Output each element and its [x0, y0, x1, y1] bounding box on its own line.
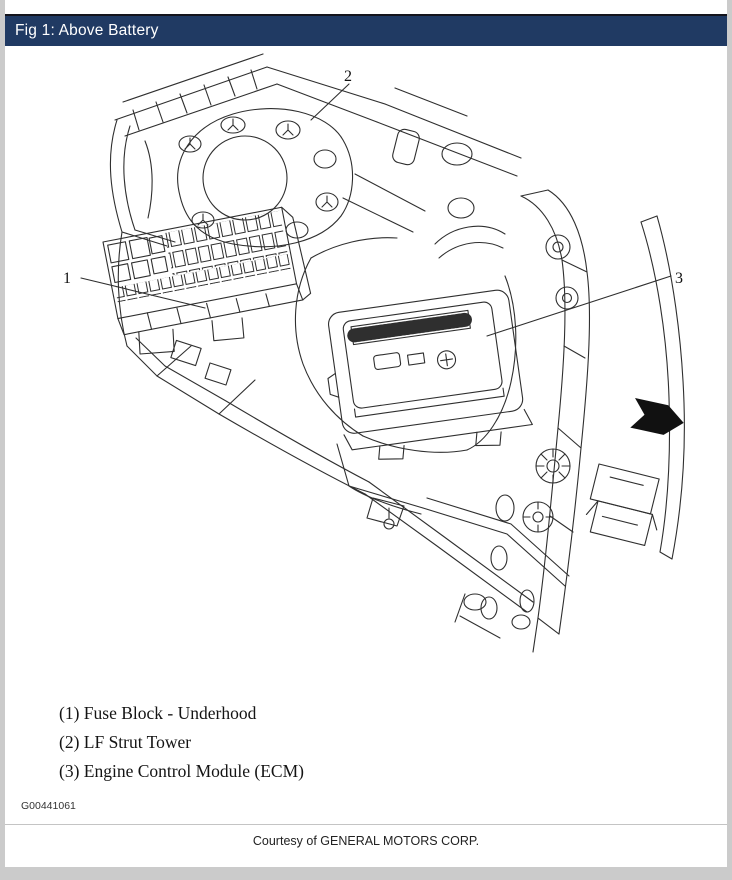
- ecm-module: [327, 289, 533, 460]
- top-margin: [5, 0, 727, 14]
- cowl-panel: [109, 53, 386, 247]
- callout-number-2: 2: [344, 68, 352, 85]
- legend: (1) Fuse Block - Underhood (2) LF Strut …: [5, 691, 727, 786]
- callout-leaders: [80, 83, 672, 337]
- leader-line-2: [310, 83, 350, 121]
- ecm-housing: [294, 225, 517, 453]
- engine-compartment-diagram: 1 2 3: [63, 53, 685, 653]
- mounting-bracket: [585, 463, 660, 547]
- side-rail-right: [480, 189, 591, 653]
- courtesy-note: Courtesy of GENERAL MOTORS CORP.: [252, 834, 480, 848]
- figure-header: Fig 1: Above Battery: [5, 14, 727, 46]
- legend-item-3: (3) Engine Control Module (ECM): [59, 761, 304, 781]
- callout-number-1: 1: [63, 270, 71, 287]
- bottom-margin: [5, 867, 727, 880]
- leader-line-1: [80, 277, 206, 309]
- leader-line-3: [486, 275, 672, 337]
- figure-id-code: G00441061: [21, 800, 76, 812]
- diagram-area: 1 2 3: [5, 46, 727, 691]
- footer-divider: [5, 824, 727, 825]
- cowl-panel-right: [342, 87, 522, 233]
- fuse-block: [102, 206, 312, 355]
- figure-title: Fig 1: Above Battery: [15, 22, 159, 39]
- strut-tower: [177, 108, 354, 248]
- legend-item-1: (1) Fuse Block - Underhood: [59, 703, 257, 723]
- callout-number-3: 3: [675, 270, 683, 287]
- frame-rail-left: [117, 231, 370, 495]
- direction-arrow-icon: [630, 398, 684, 435]
- lower-structure: [336, 443, 570, 639]
- fender-edge-right: [640, 215, 685, 560]
- legend-item-2: (2) LF Strut Tower: [59, 732, 192, 752]
